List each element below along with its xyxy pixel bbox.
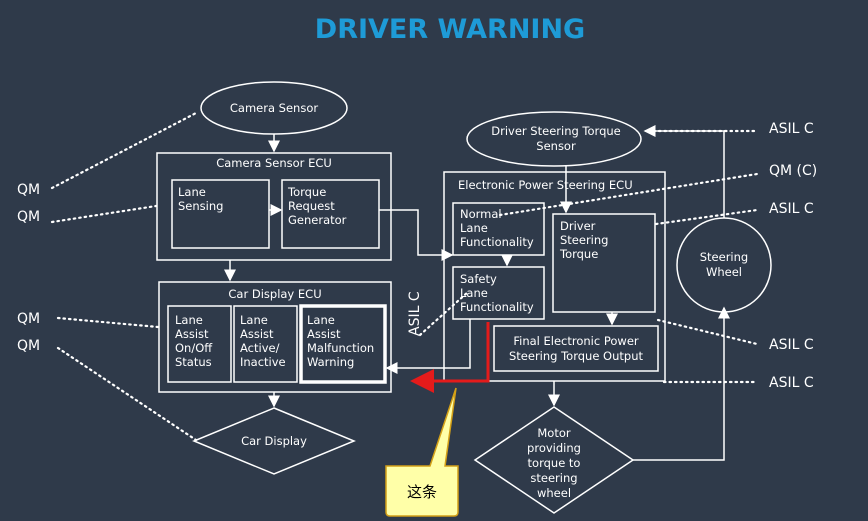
page-title: DRIVER WARNING bbox=[315, 14, 585, 45]
onoff-line1: Lane bbox=[175, 313, 203, 327]
motor-line5: wheel bbox=[537, 486, 571, 500]
lane-sensing-line2: Sensing bbox=[178, 199, 223, 213]
asil-label-4: ASIL C bbox=[769, 375, 814, 391]
final-output-line1: Final Electronic Power bbox=[513, 334, 639, 348]
safety-line1: Safety bbox=[460, 272, 497, 286]
driver-torque-line3: Torque bbox=[559, 247, 598, 261]
camera-sensor-ecu-box bbox=[156, 152, 392, 261]
motor-node bbox=[473, 406, 635, 514]
asil-leader-driver-torque bbox=[654, 208, 759, 226]
lane-assist-active-box bbox=[233, 305, 298, 383]
onoff-line4: Status bbox=[175, 355, 212, 369]
malfunction-line3: Malfunction bbox=[307, 341, 374, 355]
eps-ecu-title: Electronic Power Steering ECU bbox=[458, 178, 633, 192]
safety-line2: Lane bbox=[460, 286, 488, 300]
driver-torque-sensor-node bbox=[466, 111, 642, 167]
camera-sensor-label: Camera Sensor bbox=[230, 101, 318, 115]
motor-line1: Motor bbox=[537, 426, 571, 440]
malfunction-line2: Assist bbox=[307, 327, 341, 341]
qm-label-3: QM bbox=[17, 311, 40, 327]
qmc-leader-normal bbox=[498, 172, 759, 217]
callout-bubble bbox=[385, 387, 459, 517]
car-display-ecu-title: Car Display ECU bbox=[228, 287, 321, 301]
malfunction-line4: Warning bbox=[307, 355, 354, 369]
onoff-line3: On/Off bbox=[175, 341, 213, 355]
callout-text: 这条 bbox=[407, 483, 437, 501]
qm-leader-display-ecu bbox=[56, 316, 160, 329]
wheel-to-torque-sensor-arrow bbox=[643, 125, 725, 218]
qmc-label: QM (C) bbox=[769, 163, 817, 179]
qm-leader-camera-ecu bbox=[50, 204, 158, 224]
normal-line1: Normal bbox=[460, 207, 502, 221]
highlight-warning-path bbox=[410, 322, 490, 393]
torque-sensor-line1: Driver Steering Torque bbox=[491, 124, 620, 138]
final-output-line2: Steering Torque Output bbox=[509, 349, 644, 363]
asil-label-vertical: ASIL C bbox=[407, 291, 423, 336]
asil-label-2: ASIL C bbox=[769, 201, 814, 217]
car-display-node bbox=[192, 407, 356, 475]
lane-sensing-box bbox=[171, 179, 270, 249]
safety-line3: Functionality bbox=[460, 300, 534, 314]
safety-to-malfunction-path bbox=[385, 319, 471, 374]
qm-leader-camera-sensor bbox=[50, 110, 200, 190]
lane-sensing-line1: Lane bbox=[178, 185, 206, 199]
torque-request-line2: Request bbox=[288, 199, 335, 213]
driver-steering-torque-box bbox=[552, 213, 656, 313]
qm-label-4: QM bbox=[17, 338, 40, 354]
motor-to-wheel-arrow bbox=[633, 306, 730, 461]
asil-leader-output bbox=[656, 318, 759, 346]
motor-line2: providing bbox=[527, 441, 581, 455]
normal-line3: Functionality bbox=[460, 235, 534, 249]
wheel-line1: Steering bbox=[700, 250, 748, 264]
normal-lane-box bbox=[452, 202, 545, 256]
active-line1: Lane bbox=[240, 313, 268, 327]
driver-torque-line2: Steering bbox=[560, 233, 608, 247]
lane-assist-malfunction-box bbox=[299, 304, 387, 384]
torque-request-line3: Generator bbox=[288, 213, 347, 227]
safety-lane-box bbox=[452, 266, 545, 320]
final-output-box bbox=[493, 325, 659, 372]
active-line4: Inactive bbox=[240, 355, 286, 369]
motor-line4: steering bbox=[530, 471, 577, 485]
wheel-line2: Wheel bbox=[706, 265, 742, 279]
qm-label-2: QM bbox=[17, 209, 40, 225]
asil-label-1: ASIL C bbox=[769, 121, 814, 137]
camera-sensor-ecu-title: Camera Sensor ECU bbox=[216, 156, 332, 170]
motor-line3: torque to bbox=[528, 456, 581, 470]
torque-sensor-line2: Sensor bbox=[536, 139, 576, 153]
torque-request-line1: Torque bbox=[287, 185, 326, 199]
asil-leader-safety bbox=[418, 290, 470, 337]
driver-torque-line1: Driver bbox=[560, 219, 596, 233]
asil-label-3: ASIL C bbox=[769, 337, 814, 353]
malfunction-line1: Lane bbox=[307, 313, 335, 327]
car-display-ecu-box bbox=[158, 281, 392, 393]
lane-assist-onoff-box bbox=[167, 305, 232, 383]
qm-label-1: QM bbox=[17, 182, 40, 198]
active-line3: Active/ bbox=[240, 341, 280, 355]
active-line2: Assist bbox=[240, 327, 274, 341]
torque-request-to-normal-arrow bbox=[379, 209, 454, 261]
car-display-label: Car Display bbox=[241, 434, 307, 448]
onoff-line2: Assist bbox=[175, 327, 209, 341]
qm-leader-car-display bbox=[56, 346, 198, 442]
normal-line2: Lane bbox=[460, 221, 488, 235]
